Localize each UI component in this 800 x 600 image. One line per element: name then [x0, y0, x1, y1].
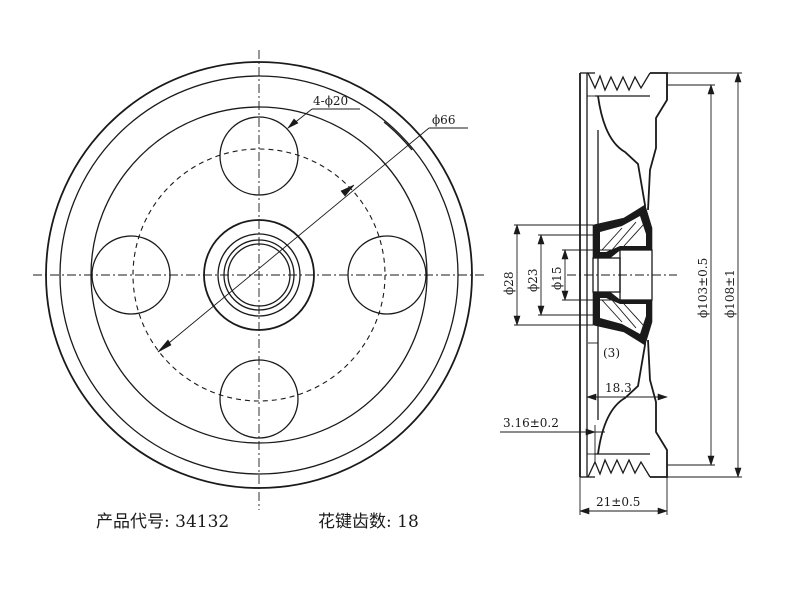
- bore-28-label: ϕ28: [502, 272, 516, 295]
- arrow-head: [157, 339, 172, 353]
- outer-diameter-label: ϕ108±1: [723, 269, 737, 318]
- hub-length-label: 18.3: [605, 381, 632, 395]
- depth-ref-label: (3): [603, 346, 620, 360]
- grooves-bottom: [587, 458, 651, 478]
- side-view: ϕ28 ϕ23 ϕ15 ϕ103±0.5 ϕ108±1 (3) 18.: [500, 72, 742, 515]
- bore-counterbore: [592, 257, 621, 293]
- inner-rim: [59, 75, 459, 475]
- bore-15-label: ϕ15: [550, 267, 564, 290]
- hub-outer: [203, 219, 315, 331]
- arrow-head: [707, 84, 715, 95]
- hole-pattern-label: 4-ϕ20: [313, 94, 348, 108]
- arrow-head: [657, 393, 668, 401]
- hole-left: [91, 235, 171, 315]
- arrow-head: [513, 224, 521, 235]
- hub-shoulder: [217, 233, 301, 317]
- arrow-head: [585, 428, 596, 436]
- front-rim-bottom: [647, 339, 668, 478]
- arrow-head: [537, 234, 545, 245]
- groove-diameter-label: ϕ103±0.5: [696, 258, 710, 318]
- spline-teeth-caption: 花键齿数: 18: [318, 512, 419, 532]
- arrow-head: [586, 393, 597, 401]
- section-hatch: [601, 221, 645, 329]
- product-code-caption: 产品代号: 34132: [96, 512, 230, 532]
- arrow-head: [579, 507, 590, 515]
- bore-23-label: ϕ23: [526, 269, 540, 292]
- arrow-head: [287, 118, 299, 129]
- cup-profile-bottom: [597, 325, 646, 455]
- arrow-head: [734, 72, 742, 83]
- hole-bottom: [219, 359, 299, 439]
- arrow-head: [561, 290, 569, 301]
- pitch-diameter-leader: [157, 127, 430, 353]
- arrow-head: [561, 249, 569, 260]
- pitch-circle: [132, 148, 386, 402]
- arrow-head: [657, 507, 668, 515]
- web-circle: [90, 106, 428, 444]
- hub-relief: [600, 216, 646, 252]
- arrow-head: [537, 305, 545, 316]
- arrow-head: [734, 467, 742, 478]
- rib-pitch-label: 3.16±0.2: [503, 416, 559, 430]
- arrow-head: [340, 184, 355, 197]
- front-view: ϕ66 4-ϕ20: [33, 50, 485, 510]
- cup-profile-top: [597, 95, 646, 225]
- arrow-head: [707, 455, 715, 466]
- hole-top: [219, 116, 299, 196]
- hub-relief: [600, 298, 646, 334]
- grooves-top: [587, 72, 651, 92]
- rim-step-arc: [383, 121, 413, 151]
- arrow-head: [513, 315, 521, 326]
- bore-outer: [223, 239, 295, 311]
- pitch-circle-label: ϕ66: [432, 113, 455, 127]
- hole-right: [347, 235, 427, 315]
- outer-rim: [45, 61, 473, 489]
- total-width-label: 21±0.5: [596, 495, 640, 509]
- bore-inner: [227, 243, 291, 307]
- front-rim-top: [647, 72, 668, 211]
